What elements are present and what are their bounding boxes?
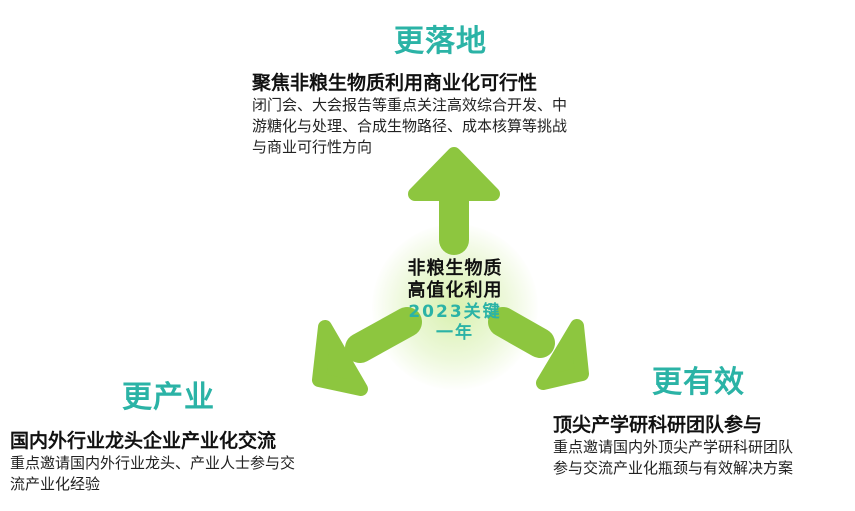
center-line-4: 一年 xyxy=(436,323,474,343)
center-line-2: 高值化利用 xyxy=(407,280,503,301)
right-heading: 更有效 xyxy=(652,365,745,400)
top-desc-line: 游糖化与处理、合成生物路径、成本核算等挑战 xyxy=(252,117,568,135)
center-line-1: 非粮生物质 xyxy=(407,258,503,279)
arrow-up-icon xyxy=(408,147,500,255)
left-subtitle: 国内外行业龙头企业产业化交流 xyxy=(10,430,277,452)
left-desc-line: 流产业化经验 xyxy=(10,475,101,493)
right-subtitle: 顶尖产学研科研团队参与 xyxy=(553,414,763,436)
arrow-down-right-icon xyxy=(488,307,589,390)
top-description: 闭门会、大会报告等重点关注高效综合开发、中 游糖化与处理、合成生物路径、成本核算… xyxy=(252,95,672,158)
top-heading: 更落地 xyxy=(394,24,487,59)
left-description: 重点邀请国内外行业龙头、产业人士参与交 流产业化经验 xyxy=(10,453,370,495)
right-desc-line: 参与交流产业化瓶颈与有效解决方案 xyxy=(553,459,794,477)
left-heading: 更产业 xyxy=(122,380,215,415)
top-subtitle: 聚焦非粮生物质利用商业化可行性 xyxy=(252,72,538,94)
center-line-3: 2023关键 xyxy=(408,302,502,322)
right-description: 重点邀请国内外顶尖产学研科研团队 参与交流产业化瓶颈与有效解决方案 xyxy=(553,437,853,479)
center-label: 非粮生物质 高值化利用 2023关键 一年 xyxy=(380,258,530,344)
arrow-down-left-icon xyxy=(312,307,422,396)
top-desc-line: 闭门会、大会报告等重点关注高效综合开发、中 xyxy=(252,96,568,114)
left-desc-line: 重点邀请国内外行业龙头、产业人士参与交 xyxy=(10,454,296,472)
right-desc-line: 重点邀请国内外顶尖产学研科研团队 xyxy=(553,438,794,456)
top-desc-line: 与商业可行性方向 xyxy=(252,138,373,156)
